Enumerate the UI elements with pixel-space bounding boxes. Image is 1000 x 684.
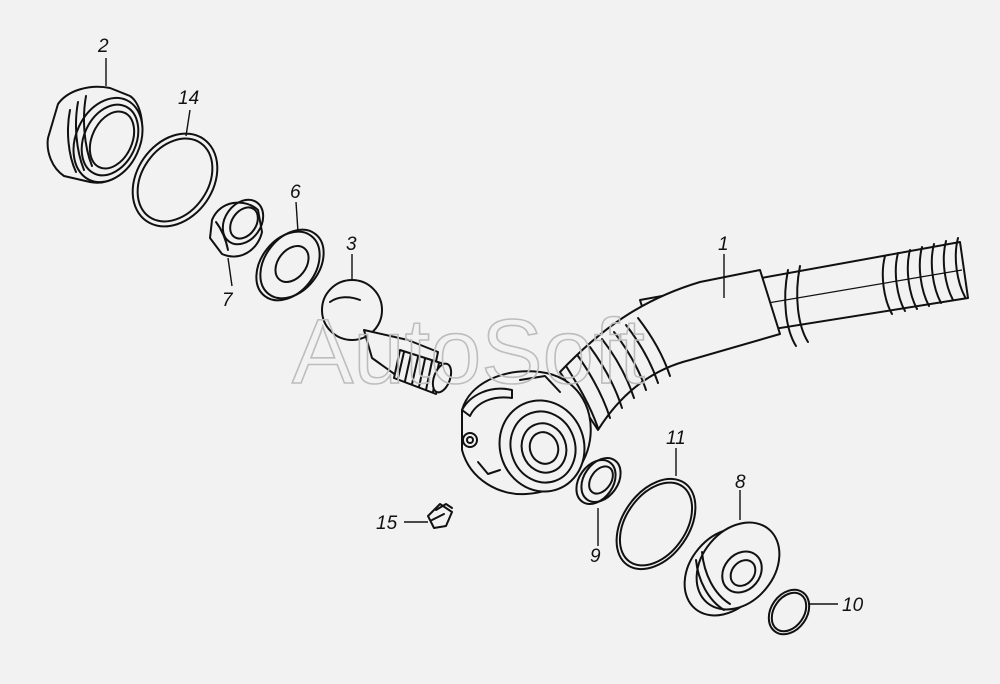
callout-1: 1	[718, 234, 729, 255]
part-1-hose	[461, 237, 969, 496]
leader-6	[295, 201, 299, 233]
watermark-text: AutoSoft	[292, 301, 645, 403]
callout-6: 6	[290, 182, 301, 203]
part-8-cap	[683, 521, 781, 617]
callout-3: 3	[346, 234, 357, 255]
callout-9: 9	[590, 546, 601, 567]
part-6-washer	[255, 228, 325, 302]
part-2-nut	[46, 85, 144, 184]
part-15-grease-fitting	[427, 503, 453, 529]
callout-14: 14	[178, 88, 199, 109]
leader-7	[227, 257, 233, 287]
callout-7: 7	[222, 290, 234, 311]
callout-8: 8	[735, 472, 746, 493]
leader-14	[185, 109, 191, 137]
part-7-sleeve	[209, 198, 265, 258]
callout-labels: 2 14 6 7 3 1 11 8 9 15 10	[97, 36, 864, 616]
part-10-small-ring	[767, 588, 811, 636]
callout-2: 2	[97, 36, 109, 57]
part-3-ball-pin	[321, 279, 453, 395]
callout-11: 11	[666, 428, 686, 449]
callout-15: 15	[376, 513, 398, 534]
part-14-large-ring	[131, 132, 219, 228]
leader-lines	[105, 58, 838, 605]
callout-10: 10	[842, 595, 864, 616]
part-11-o-ring	[615, 477, 697, 571]
part-9-bushing	[575, 457, 622, 505]
